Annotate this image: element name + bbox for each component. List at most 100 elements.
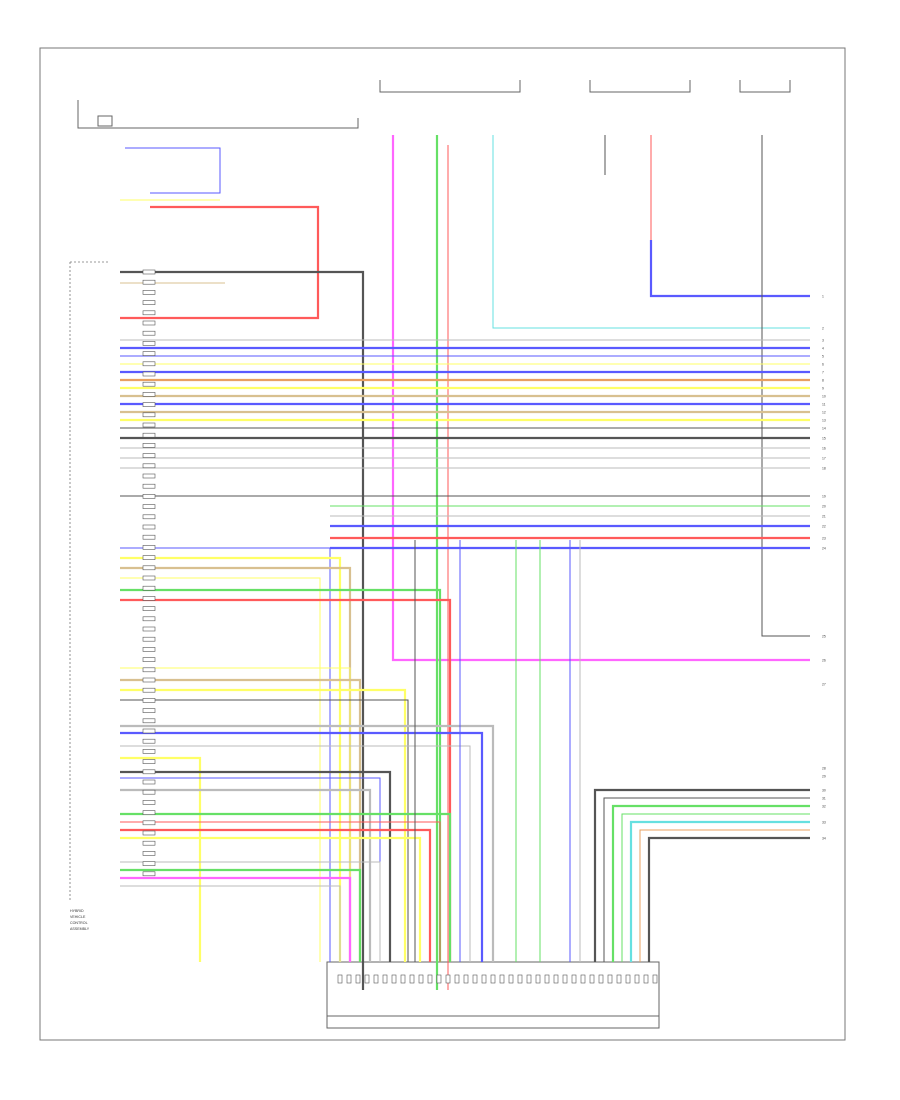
bottom-terminal xyxy=(562,974,568,984)
wire-gray-right-v xyxy=(761,135,810,637)
lower-wire-10 xyxy=(120,699,409,962)
right-pin-number: 29 xyxy=(822,775,826,779)
ecu-pin-connector xyxy=(142,800,156,805)
lower-wire-4 xyxy=(120,577,321,962)
lower-wire-21 xyxy=(120,836,422,962)
right-pin-number: 15 xyxy=(822,437,826,441)
right-bottom-wire-7 xyxy=(647,836,810,962)
bottom-terminal xyxy=(337,974,343,984)
bottom-terminal xyxy=(580,974,586,984)
top-left-component xyxy=(77,100,359,129)
ecu-pin-connector xyxy=(142,534,156,540)
bottom-terminal xyxy=(616,974,622,984)
ecu-pin-connector xyxy=(142,749,156,754)
right-pin-number: 32 xyxy=(822,805,826,809)
ecu-pin-connector xyxy=(142,779,156,785)
ecu-pin-connector xyxy=(142,473,156,479)
bottom-connector-block xyxy=(326,961,660,1029)
ecu-pin-connector xyxy=(142,371,156,377)
lower-wire-12 xyxy=(120,731,484,962)
ecu-pin-connector xyxy=(142,330,156,336)
ecu-pin-connector xyxy=(142,861,156,866)
right-pin-number: 5 xyxy=(822,355,824,359)
right-pin-number: 17 xyxy=(822,457,826,461)
lower-wire-9 xyxy=(120,688,407,962)
ecu-pin-connector xyxy=(142,585,156,591)
bottom-terminal xyxy=(499,974,505,984)
lower-wire-13 xyxy=(120,745,471,962)
wire-cyan-vertical xyxy=(492,135,810,329)
ecu-label-line-2: VEHICLE xyxy=(70,915,86,919)
bottom-terminal xyxy=(490,974,496,984)
ecu-pin-connector xyxy=(142,606,156,611)
ecu-pin-connector xyxy=(142,616,156,622)
ecu-pin-connector xyxy=(142,504,156,509)
top-connector-bracket-1 xyxy=(379,80,521,93)
ecu-label: HYBRID VEHICLE CONTROL ASSEMBLY xyxy=(70,909,90,931)
ecu-pin-connector xyxy=(142,432,156,438)
ecu-pin-connector xyxy=(142,728,156,734)
wire-blue-right xyxy=(649,240,810,298)
right-pin-number: 31 xyxy=(822,797,826,801)
wire-blue-top xyxy=(125,147,221,194)
right-bottom-wire-3 xyxy=(611,804,810,962)
right-pin-number: 20 xyxy=(822,505,826,509)
ecu-pin-connector xyxy=(142,596,156,601)
right-pin-number: 25 xyxy=(822,635,826,639)
bottom-terminal xyxy=(634,974,640,984)
right-pin-number: 8 xyxy=(822,379,824,383)
lower-wire-11 xyxy=(120,724,495,962)
right-pin-number: 9 xyxy=(822,387,824,391)
diagram-frame xyxy=(39,47,846,1041)
ecu-pin-connector xyxy=(142,565,156,571)
ecu-pin-connector xyxy=(142,412,156,418)
bottom-terminal xyxy=(553,974,559,984)
right-pin-number: 27 xyxy=(822,683,826,687)
connectors-group xyxy=(142,269,658,984)
lower-wire-18 xyxy=(120,812,452,962)
lower-wire-2 xyxy=(120,556,342,962)
ecu-pin-connector xyxy=(142,279,156,285)
bottom-terminal xyxy=(589,974,595,984)
ecu-pin-connector xyxy=(142,575,156,581)
right-pin-number: 1 xyxy=(822,295,824,299)
ecu-pin-connector xyxy=(142,810,156,815)
ecu-pin-connector xyxy=(142,300,156,305)
ecu-pin-connector xyxy=(142,840,156,846)
lower-wire-22 xyxy=(120,861,381,962)
ecu-pin-connector xyxy=(142,769,156,775)
ecu-pin-connector xyxy=(142,453,156,458)
bottom-terminal xyxy=(364,974,370,984)
right-pin-number: 23 xyxy=(822,537,826,541)
ecu-pin-connector xyxy=(142,759,156,764)
right-pin-number: 33 xyxy=(822,821,826,825)
right-pin-number: 2 xyxy=(822,327,824,331)
bottom-terminal xyxy=(409,974,415,984)
ecu-pin-connector xyxy=(142,555,156,560)
bottom-terminal xyxy=(400,974,406,984)
ecu-pin-connector xyxy=(142,341,156,346)
bottom-terminal xyxy=(472,974,478,984)
bottom-terminal xyxy=(544,974,550,984)
lower-wire-15 xyxy=(120,770,392,962)
ecu-pin-connector xyxy=(142,820,156,826)
right-pin-number: 22 xyxy=(822,525,826,529)
wires-group xyxy=(120,135,810,990)
ecu-pin-connector xyxy=(142,392,156,397)
right-pin-number: 10 xyxy=(822,395,826,399)
lower-wire-25 xyxy=(120,885,341,962)
ecu-pin-connector xyxy=(142,545,156,550)
lower-wire-24 xyxy=(120,876,352,962)
bottom-terminal xyxy=(454,974,460,984)
bottom-terminal xyxy=(418,974,424,984)
ecu-pin-connector xyxy=(142,483,156,489)
wire-red-top xyxy=(120,205,320,320)
right-pin-number: 19 xyxy=(822,495,826,499)
right-bottom-wire-1 xyxy=(593,788,810,962)
bottom-terminal xyxy=(445,974,451,984)
right-pin-number: 30 xyxy=(822,789,826,793)
right-pin-number: 6 xyxy=(822,363,824,367)
right-pin-number: 12 xyxy=(822,411,826,415)
top-connector-bracket-3 xyxy=(739,80,791,93)
ecu-pin-connector xyxy=(142,871,156,877)
